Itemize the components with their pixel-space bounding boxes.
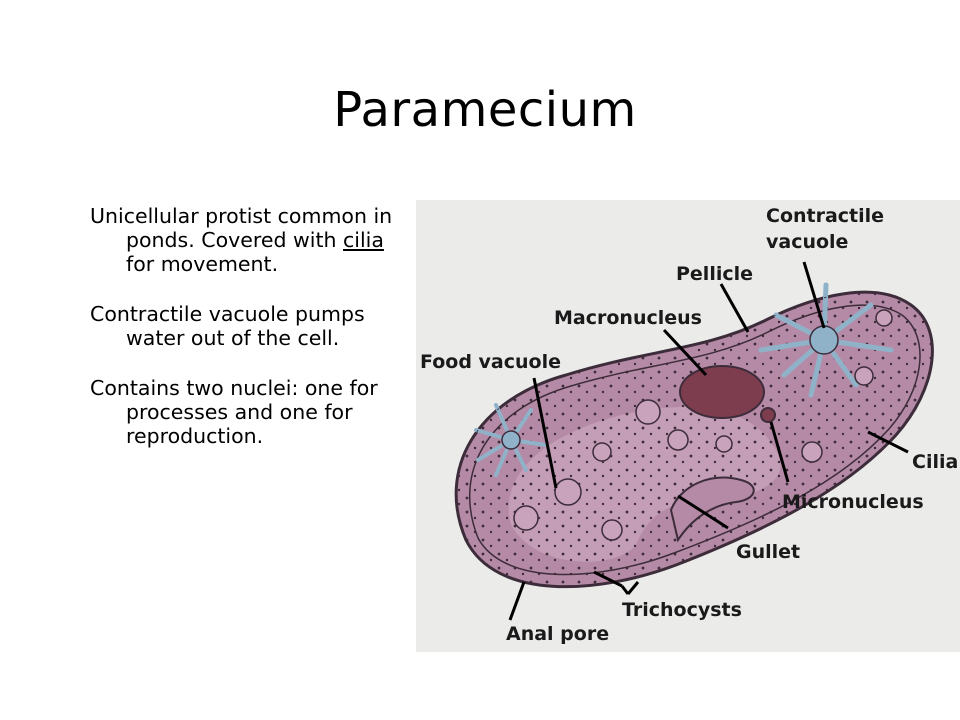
- slide-title: Paramecium: [333, 82, 637, 138]
- label-anal-pore: Anal pore: [506, 623, 609, 645]
- label-gullet: Gullet: [736, 541, 800, 563]
- bullet-text: Contains two nuclei: one for processes a…: [90, 376, 378, 448]
- bullet-list: Unicellular protist common in ponds. Cov…: [90, 204, 408, 474]
- cilia-fringe: [455, 291, 933, 588]
- contractile-vacuole-right: [758, 282, 894, 398]
- label-pellicle: Pellicle: [676, 263, 753, 285]
- pellicle-line: [469, 304, 921, 576]
- gullet: [669, 476, 755, 543]
- bullet-item-contractile-vacuole: Contractile vacuole pumps water out of t…: [90, 302, 408, 350]
- micronucleus: [760, 407, 776, 423]
- bullet-text: Unicellular protist common in ponds. Cov…: [90, 204, 393, 252]
- label-food-vacuole: Food vacuole: [420, 351, 561, 373]
- paramecium-illustration: Contractile vacuole Pellicle Macronucleu…: [416, 200, 960, 652]
- label-macronucleus: Macronucleus: [554, 307, 702, 329]
- paramecium-diagram: Contractile vacuole Pellicle Macronucleu…: [416, 200, 960, 652]
- bullet-item-nuclei: Contains two nuclei: one for processes a…: [90, 376, 408, 448]
- label-cilia: Cilia: [912, 451, 958, 473]
- food-vacuoles: [513, 309, 893, 541]
- macronucleus: [679, 365, 765, 419]
- label-contractile-vacuole-line1: Contractile: [766, 205, 884, 227]
- bullet-text: Contractile vacuole pumps water out of t…: [90, 302, 365, 350]
- bullet-underlined-term: cilia: [343, 228, 384, 252]
- cell-granules: [456, 292, 933, 587]
- label-trichocysts: Trichocysts: [622, 599, 742, 621]
- bullet-item-unicellular: Unicellular protist common in ponds. Cov…: [90, 204, 408, 276]
- contractile-vacuole-left: [474, 403, 548, 477]
- bullet-text-end: for movement.: [126, 252, 279, 276]
- label-micronucleus: Micronucleus: [782, 491, 924, 513]
- leader-lines: [508, 261, 909, 621]
- label-contractile-vacuole-line2: vacuole: [766, 231, 848, 253]
